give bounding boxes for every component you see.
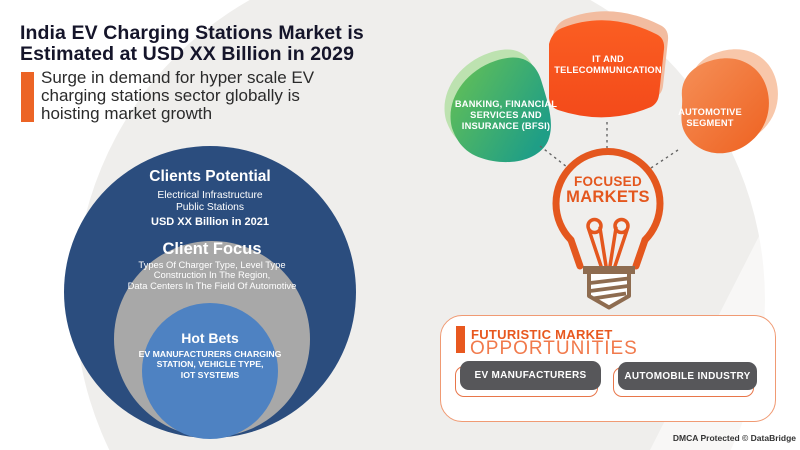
subtitle-accent-bar bbox=[21, 72, 34, 122]
bfsi-petal bbox=[450, 57, 551, 163]
clients-potential-desc: Electrical Infrastructure Public Station… bbox=[64, 190, 356, 213]
bulb-base-threads bbox=[589, 276, 629, 301]
opportunities-accent-bar bbox=[456, 326, 465, 353]
bulb-glass bbox=[552, 148, 664, 244]
it-petal bbox=[549, 20, 665, 118]
clients-potential-title: Clients Potential bbox=[149, 168, 271, 185]
client-focus-title: Client Focus bbox=[162, 240, 262, 258]
bfsi-label-line2: SERVICES AND bbox=[470, 109, 542, 120]
bulb-base-cap bbox=[583, 266, 635, 274]
automobile-industry-chip: AUTOMOBILE INDUSTRY bbox=[618, 362, 757, 390]
subtitle-line2: charging stations sector globally is bbox=[41, 85, 300, 105]
hot-bets-desc: EV MANUFACTURERS CHARGING STATION, VEHIC… bbox=[125, 349, 295, 380]
hot-bets-title: Hot Bets bbox=[181, 330, 239, 346]
clients-potential-desc-line2: Public Stations bbox=[175, 201, 245, 213]
page-subtitle: Surge in demand for hyper scale EV charg… bbox=[41, 69, 341, 122]
it-label-line2: TELECOMMUNICATION bbox=[554, 64, 662, 75]
client-focus-desc-line1: Types Of Charger Type, Level Type bbox=[138, 259, 286, 270]
it-petal-label: IT AND TELECOMMUNICATION bbox=[544, 54, 672, 76]
focused-markets-label: FOCUSED MARKETS bbox=[548, 174, 668, 206]
bfsi-label-line3: INSURANCE (BFSI) bbox=[461, 120, 551, 131]
client-focus-desc-line3: Data Centers In The Field Of Automotive bbox=[127, 279, 297, 291]
connector-dashed-lines bbox=[539, 122, 679, 169]
it-label-line1: IT AND bbox=[592, 54, 624, 64]
ev-manufacturers-chip: EV MANUFACTURERS bbox=[460, 361, 601, 390]
bulb-neck bbox=[567, 236, 649, 270]
opportunities-heading-top: FUTURISTIC MARKET bbox=[471, 327, 613, 342]
automotive-petal-label: AUTOMOTIVE SEGMENT bbox=[654, 107, 766, 129]
clients-potential-desc-line1: Electrical Infrastructure bbox=[157, 190, 263, 201]
automotive-label-line1: AUTOMOTIVE bbox=[678, 107, 742, 117]
hot-bets-desc-line1: EV MANUFACTURERS CHARGING bbox=[138, 349, 282, 359]
page-title-line1: India EV Charging Stations Market is bbox=[20, 22, 364, 44]
client-focus-desc-line2: Construction In The Region, bbox=[153, 269, 271, 281]
opportunities-heading-bottom: OPPORTUNITIES bbox=[470, 338, 638, 359]
hot-bets-desc-line3: IOT SYSTEMS bbox=[180, 369, 240, 380]
bfsi-petal-label: BANKING, FINANCIAL SERVICES AND INSURANC… bbox=[450, 99, 562, 131]
automotive-petal bbox=[681, 58, 769, 154]
clients-potential-value: USD XX Billion in 2021 bbox=[151, 216, 269, 228]
bulb-filament-icon bbox=[586, 217, 630, 268]
hot-bets-desc-line2: STATION, VEHICLE TYPE, bbox=[156, 359, 264, 370]
page-title: India EV Charging Stations Market is Est… bbox=[20, 23, 440, 64]
dmca-copyright: DMCA Protected © DataBridge bbox=[672, 433, 796, 443]
focused-markets-line1: FOCUSED bbox=[573, 174, 643, 189]
subtitle-line1: Surge in demand for hyper scale EV bbox=[41, 68, 315, 87]
focused-markets-graphic bbox=[444, 11, 778, 310]
automotive-label-line2: SEGMENT bbox=[686, 117, 734, 128]
focused-markets-line2: MARKETS bbox=[566, 188, 650, 206]
bfsi-label-line1: BANKING, FINANCIAL bbox=[454, 99, 558, 109]
hot-bets-circle bbox=[142, 303, 278, 439]
page-title-line2: Estimated at USD XX Billion in 2029 bbox=[20, 42, 355, 65]
client-focus-desc: Types Of Charger Type, Level Type Constr… bbox=[92, 259, 332, 291]
subtitle-line3: hoisting market growth bbox=[41, 103, 213, 123]
